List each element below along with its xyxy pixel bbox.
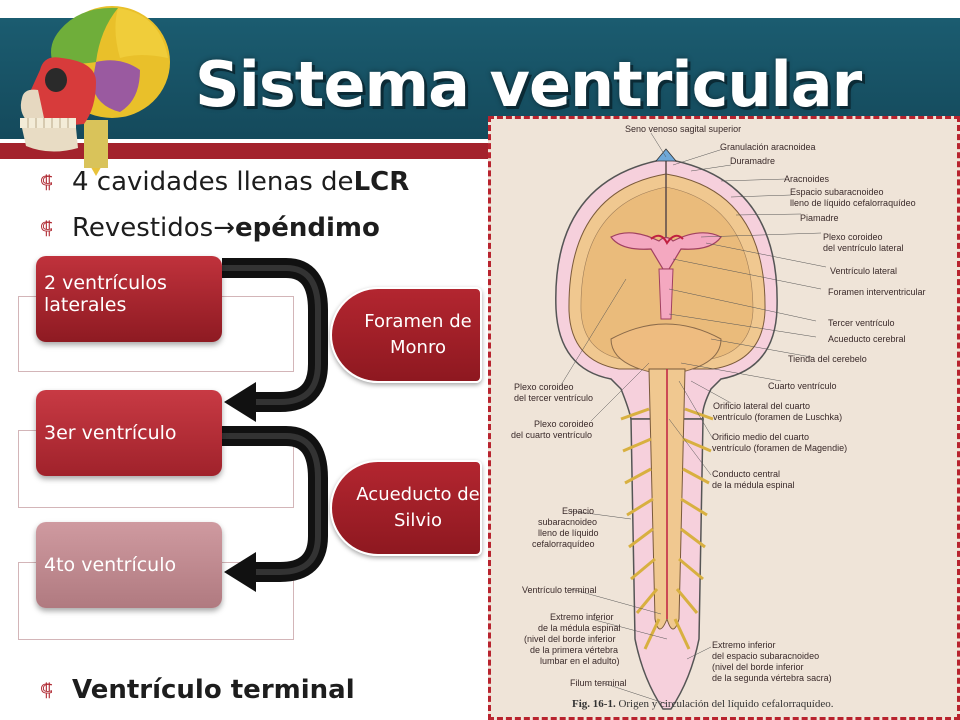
label-tercer: Tercer ventrículo (828, 318, 895, 328)
label-espacio2d: cefalorraquídeo (532, 539, 595, 549)
label-ventriculo-lat: Ventrículo lateral (830, 266, 898, 276)
banner-divider (0, 139, 960, 143)
label-orificio-med: Orificio medio del cuarto (712, 432, 810, 442)
bullet-glyph-icon: ⸿ (40, 218, 53, 239)
flow-arrows (222, 258, 328, 592)
connector-foramen-monro: Foramen de Monro (330, 287, 482, 383)
label-ext1d: de la primera vértebra (530, 645, 619, 655)
label-conducto-b: de la médula espinal (712, 480, 795, 490)
label-ext2b: del espacio subaracnoideo (712, 651, 820, 661)
bullet-lcr: ⸿ 4 cavidades llenas de LCR (40, 164, 409, 200)
label-espacio2b: subaracnoideo (538, 517, 598, 527)
box-ventriculos-laterales: 2 ventrículos laterales (36, 256, 222, 342)
label-orificio-lat-b: ventrículo (foramen de Luschka) (713, 412, 843, 422)
label-conducto: Conducto central (712, 469, 781, 479)
label-ext2c: (nivel del borde inferior (712, 662, 804, 672)
box-cuarto-ventriculo: 4to ventrículo (36, 522, 222, 608)
label-espacio1: Espacio subaracnoideo (790, 187, 884, 197)
label-cuarto: Cuarto ventrículo (768, 381, 837, 391)
label-aracnoides: Aracnoides (784, 174, 830, 184)
bullet-glyph-icon: ⸿ (40, 172, 53, 193)
slide-title: Sistema ventricular (195, 48, 862, 121)
caption-number: Fig. 16-1. (572, 698, 616, 710)
bullet-glyph-icon: ⸿ (40, 680, 53, 701)
label-vterminal: Ventrículo terminal (522, 585, 597, 595)
label-ext2a: Extremo inferior (712, 640, 776, 650)
label-foramen-inter: Foramen interventricular (828, 287, 926, 297)
label-duramadre: Duramadre (730, 156, 776, 166)
label-piamadre: Piamadre (800, 213, 839, 223)
label-seno: Seno venoso sagital superior (625, 124, 742, 134)
label-orificio-lat: Orificio lateral del cuarto (713, 401, 811, 411)
label-tienda: Tienda del cerebelo (788, 354, 867, 364)
label-espacio1b: lleno de líquido cefalorraquídeo (790, 198, 916, 208)
arrow-right-icon: → (213, 213, 235, 243)
caption-text: Origen y circulación del líquido cefalor… (615, 698, 834, 710)
label-orificio-med-b: ventrículo (foramen de Magendie) (712, 443, 848, 453)
label-granulacion: Granulación aracnoidea (720, 142, 816, 152)
bullet-bold: Ventrículo terminal (72, 675, 355, 705)
label-plexo-lat: Plexo coroideo (823, 232, 883, 242)
bullet-ependimo: ⸿ Revestidos→ epéndimo (40, 210, 380, 246)
label-ext1e: lumbar en el adulto) (540, 656, 620, 666)
bullet-bold: LCR (353, 167, 410, 197)
connector-acueducto-silvio: Acueducto de Silvio (330, 460, 482, 556)
bullet-ventriculo-terminal: ⸿ Ventrículo terminal (40, 672, 355, 708)
skull-model-image (20, 6, 170, 176)
label-plexo-cua: Plexo coroideo (534, 419, 594, 429)
bullet-text: Revestidos (72, 213, 214, 243)
label-plexo-lat-b: del ventrículo lateral (823, 243, 904, 253)
label-espacio2c: lleno de líquido (538, 528, 599, 538)
label-ext1c: (nivel del borde inferior (524, 634, 616, 644)
label-plexo-cua-b: del cuarto ventrículo (511, 430, 593, 440)
label-ext1a: Extremo inferior (550, 612, 614, 622)
label-plexo-ter-b: del tercer ventrículo (514, 393, 594, 403)
box-tercer-ventriculo: 3er ventrículo (36, 390, 222, 476)
bullet-bold: epéndimo (235, 213, 380, 243)
label-ext2d: de la segunda vértebra sacra) (712, 673, 832, 683)
csf-circulation-illustration (555, 132, 827, 710)
label-plexo-ter: Plexo coroideo (514, 382, 574, 392)
figure-caption: Fig. 16-1. Origen y circulación del líqu… (572, 698, 952, 716)
label-ext1b: de la médula espinal (538, 623, 621, 633)
label-filum: Filum terminal (570, 678, 627, 688)
label-espacio2a: Espacio (562, 506, 595, 516)
bullet-text: 4 cavidades llenas de (72, 167, 354, 197)
label-acueducto: Acueducto cerebral (828, 334, 906, 344)
